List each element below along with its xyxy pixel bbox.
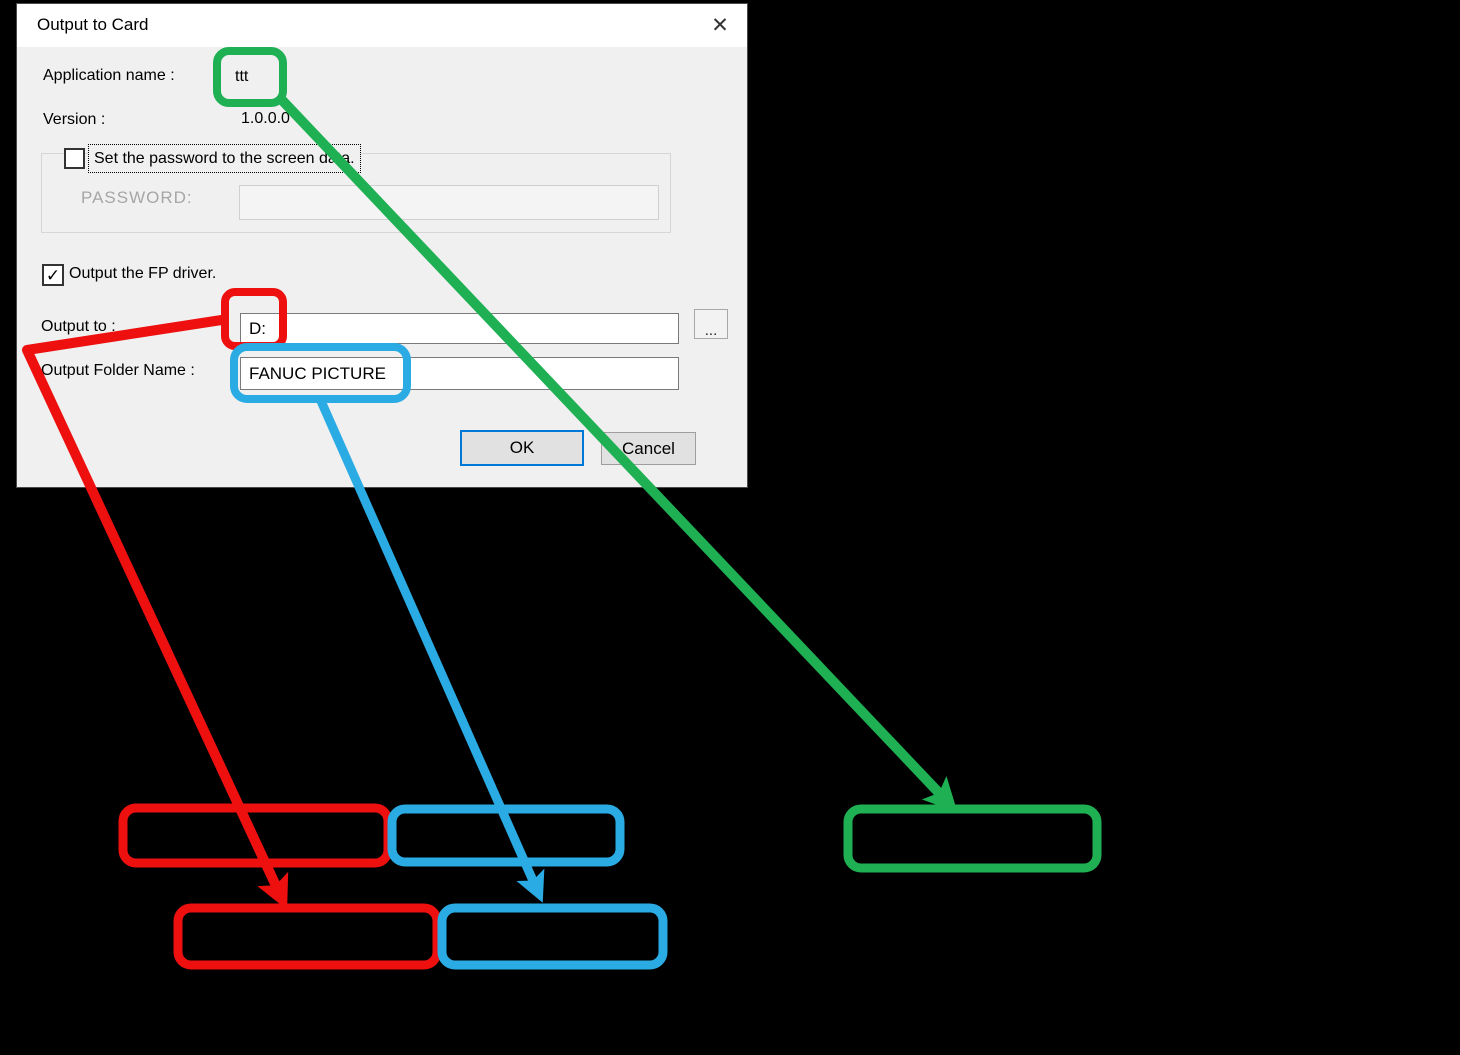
application-name-label: Application name :: [43, 67, 175, 84]
cancel-button[interactable]: Cancel: [601, 432, 696, 465]
output-fp-driver-checkbox[interactable]: ✓: [42, 264, 64, 286]
password-input: [239, 185, 659, 220]
output-to-input[interactable]: [240, 313, 679, 344]
output-fp-driver-label: Output the FP driver.: [69, 265, 217, 282]
set-password-checkbox[interactable]: [64, 148, 85, 169]
output-to-card-dialog: Output to Card ✕ Application name : ttt …: [16, 3, 748, 488]
version-value: 1.0.0.0: [241, 110, 290, 127]
blue-target-box-top: [387, 804, 625, 867]
ok-button[interactable]: OK: [460, 430, 584, 466]
password-label: PASSWORD:: [81, 188, 193, 207]
dialog-title: Output to Card: [37, 15, 149, 34]
set-password-label: Set the password to the screen data.: [88, 144, 361, 173]
blue-target-box-bottom: [437, 903, 668, 970]
browse-button[interactable]: ...: [694, 309, 728, 339]
output-to-label: Output to :: [41, 318, 116, 335]
output-folder-name-input[interactable]: [240, 357, 679, 390]
close-icon[interactable]: ✕: [711, 13, 729, 37]
version-label: Version :: [43, 111, 106, 128]
red-target-box-top: [118, 803, 393, 868]
application-name-value: ttt: [235, 68, 249, 85]
checkmark-icon: ✓: [45, 265, 61, 285]
green-target-box: [843, 804, 1102, 873]
dialog-titlebar: Output to Card ✕: [17, 4, 747, 47]
red-target-box-bottom: [173, 903, 442, 970]
output-folder-name-label: Output Folder Name :: [41, 362, 195, 379]
